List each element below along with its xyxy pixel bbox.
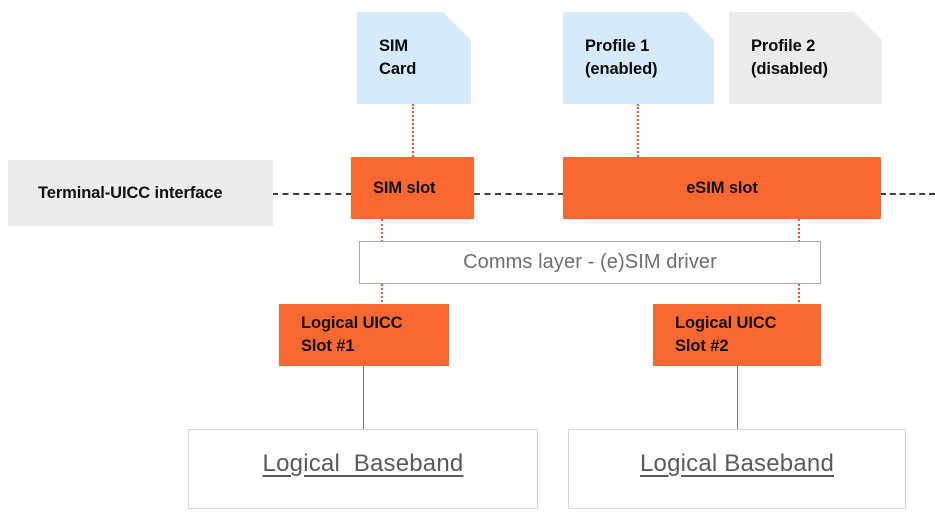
dashed-bus-sim-slot-to-esim-slot [474,193,564,195]
logical-uicc-slot-1-box[interactable]: Logical UICC Slot #1 [279,304,449,366]
logical-baseband-2-box: Logical Baseband [568,429,906,509]
logical-baseband-1-box: Logical Baseband [188,429,538,509]
logical-baseband-1-label: Logical Baseband [262,450,464,477]
solid-connector-logical-uicc-2-to-baseband-2 [737,366,738,429]
card-sim-card[interactable]: SIM Card [357,12,471,104]
card-profile-1[interactable]: Profile 1 (enabled) [563,12,714,104]
dashed-bus-esim-slot-right [880,193,935,195]
logical-uicc-slot-2-box[interactable]: Logical UICC Slot #2 [653,304,821,366]
sim-slot-box[interactable]: SIM slot [351,157,474,219]
card-profile-2[interactable]: Profile 2 (disabled) [729,12,882,104]
comms-layer-box: Comms layer - (e)SIM driver [359,241,821,284]
esim-slot-box[interactable]: eSIM slot [563,157,881,219]
terminal-uicc-interface-box: Terminal-UICC interface [8,160,273,226]
solid-connector-logical-uicc-1-to-baseband-1 [363,366,364,429]
dashed-bus-interface-to-sim-slot [272,193,352,195]
dotted-connector-sim-card-to-sim-slot [412,104,414,160]
dotted-connector-profile1-to-esim-slot [637,104,639,160]
logical-baseband-2-label: Logical Baseband [639,450,835,477]
